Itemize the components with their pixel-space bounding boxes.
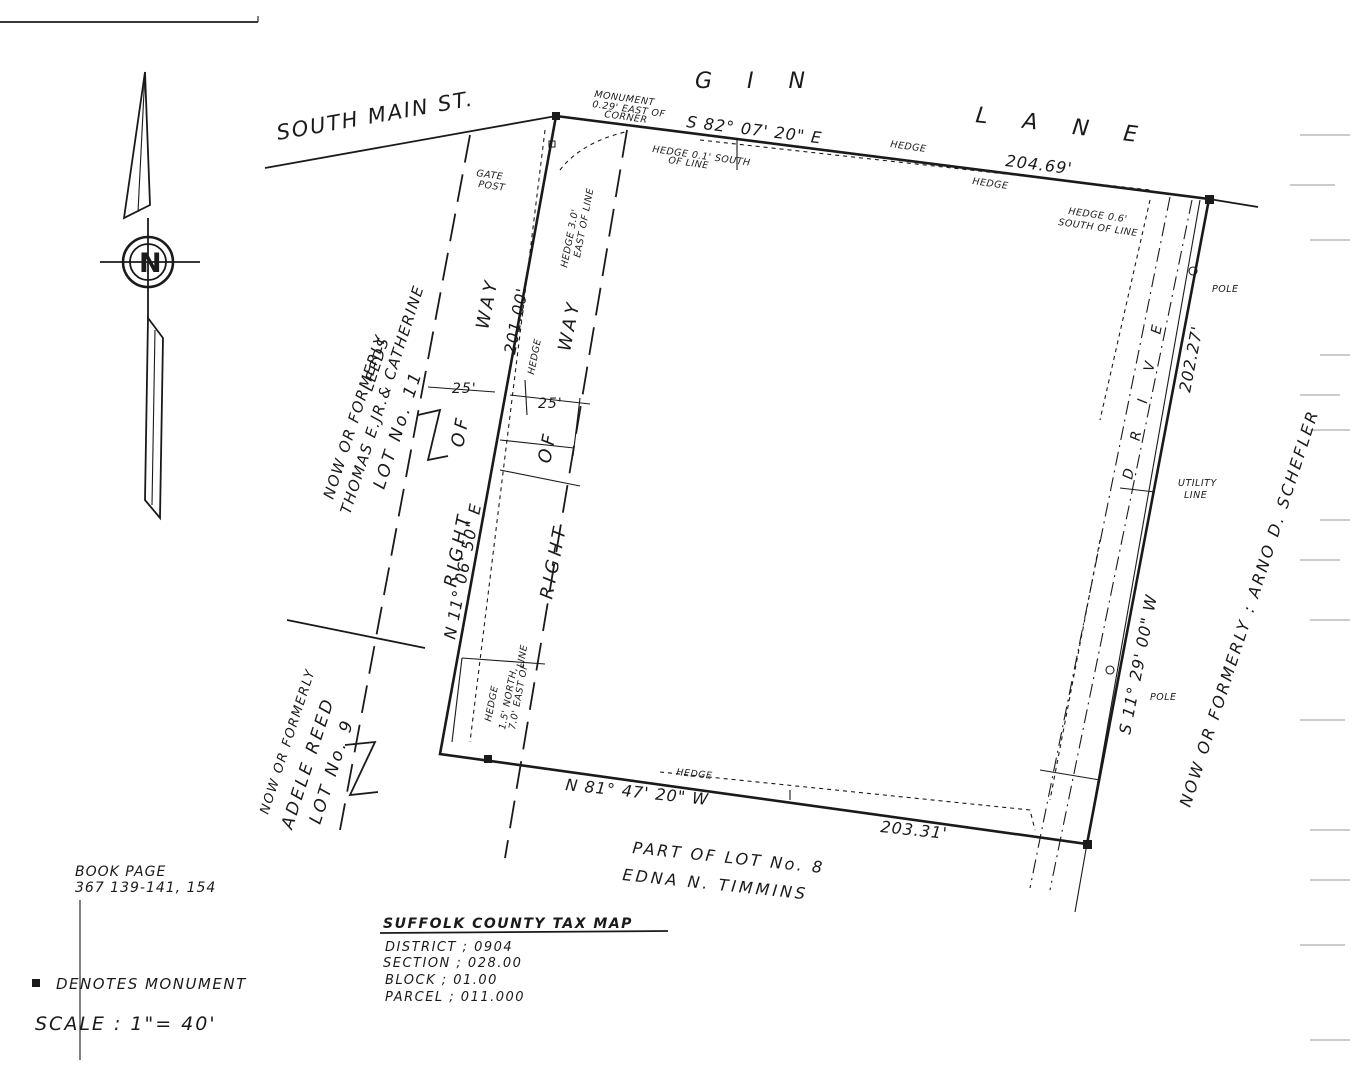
note-utility-2: LINE: [1184, 490, 1207, 501]
owner-east: NOW OR FORMERLY : ARNO D. SCHEFLER: [1176, 407, 1323, 809]
tax-map-parcel: PARCEL ; 011.000: [385, 990, 525, 1005]
row-of-upper: OF: [447, 413, 474, 449]
note-gate-1: GATE: [476, 168, 504, 183]
tax-map-underline: [379, 930, 669, 934]
distance-south: 203.31': [880, 817, 949, 843]
right-of-way: [339, 129, 628, 859]
note-gate-2: POST: [478, 179, 507, 194]
note-hedge-bottom: HEDGE: [676, 767, 713, 782]
note-hedge-top: HEDGE: [890, 139, 928, 155]
legend-scale: SCALE : 1"= 40': [35, 1013, 217, 1035]
tax-map-title: SUFFOLK COUNTY TAX MAP: [383, 916, 633, 932]
row-way-lower: WAY: [554, 298, 585, 353]
street-gin: G I N: [695, 69, 819, 94]
note-hedge-sw-4: LINE: [515, 644, 530, 669]
tax-map-district: DISTRICT ; 0904: [385, 940, 513, 955]
row-right-lower: RIGHT: [536, 522, 571, 601]
pole-2-marker: [1105, 665, 1115, 675]
street-lane: L A N E: [974, 103, 1152, 149]
tax-map-section: SECTION ; 028.00: [383, 956, 522, 971]
lot-11-symbol: [417, 408, 449, 462]
legend-monument-icon: [32, 979, 40, 987]
gate-post-marker: [548, 140, 556, 148]
monument-ne: [1205, 195, 1214, 204]
pole-1-marker: [1188, 266, 1198, 276]
note-utility-1: UTILITY: [1178, 478, 1217, 489]
monument-nw: [552, 112, 560, 120]
note-hedge-mid: HEDGE: [526, 338, 544, 376]
monument-sw: [484, 755, 492, 763]
distance-west: 201.00': [500, 286, 532, 356]
margin-ticks: [1290, 134, 1350, 1041]
note-pole-1: POLE: [1212, 284, 1239, 295]
note-hedge-sw-1: HEDGE: [483, 685, 501, 723]
adjoining-lot-line: [286, 619, 426, 649]
row-of-lower: OF: [534, 429, 561, 465]
north-letter: N: [139, 248, 162, 279]
note-hedge-top2: HEDGE: [972, 176, 1010, 192]
drive-lines: [1029, 196, 1201, 913]
hedge-lines: [559, 131, 1151, 831]
book-value: 367 139-141, 154: [75, 880, 216, 896]
note-pole-2: POLE: [1150, 692, 1177, 703]
legend-monument: DENOTES MONUMENT: [56, 975, 247, 993]
book-label: BOOK PAGE: [75, 864, 166, 880]
north-arrow-icon: N: [100, 71, 200, 521]
monument-se: [1083, 840, 1092, 849]
tax-map-block: BLOCK ; 01.00: [385, 973, 498, 988]
lot-9-symbol: [344, 740, 379, 797]
row-width-right: 25': [538, 396, 563, 412]
row-way-upper: WAY: [472, 276, 503, 331]
row-width-left: 25': [452, 381, 477, 397]
